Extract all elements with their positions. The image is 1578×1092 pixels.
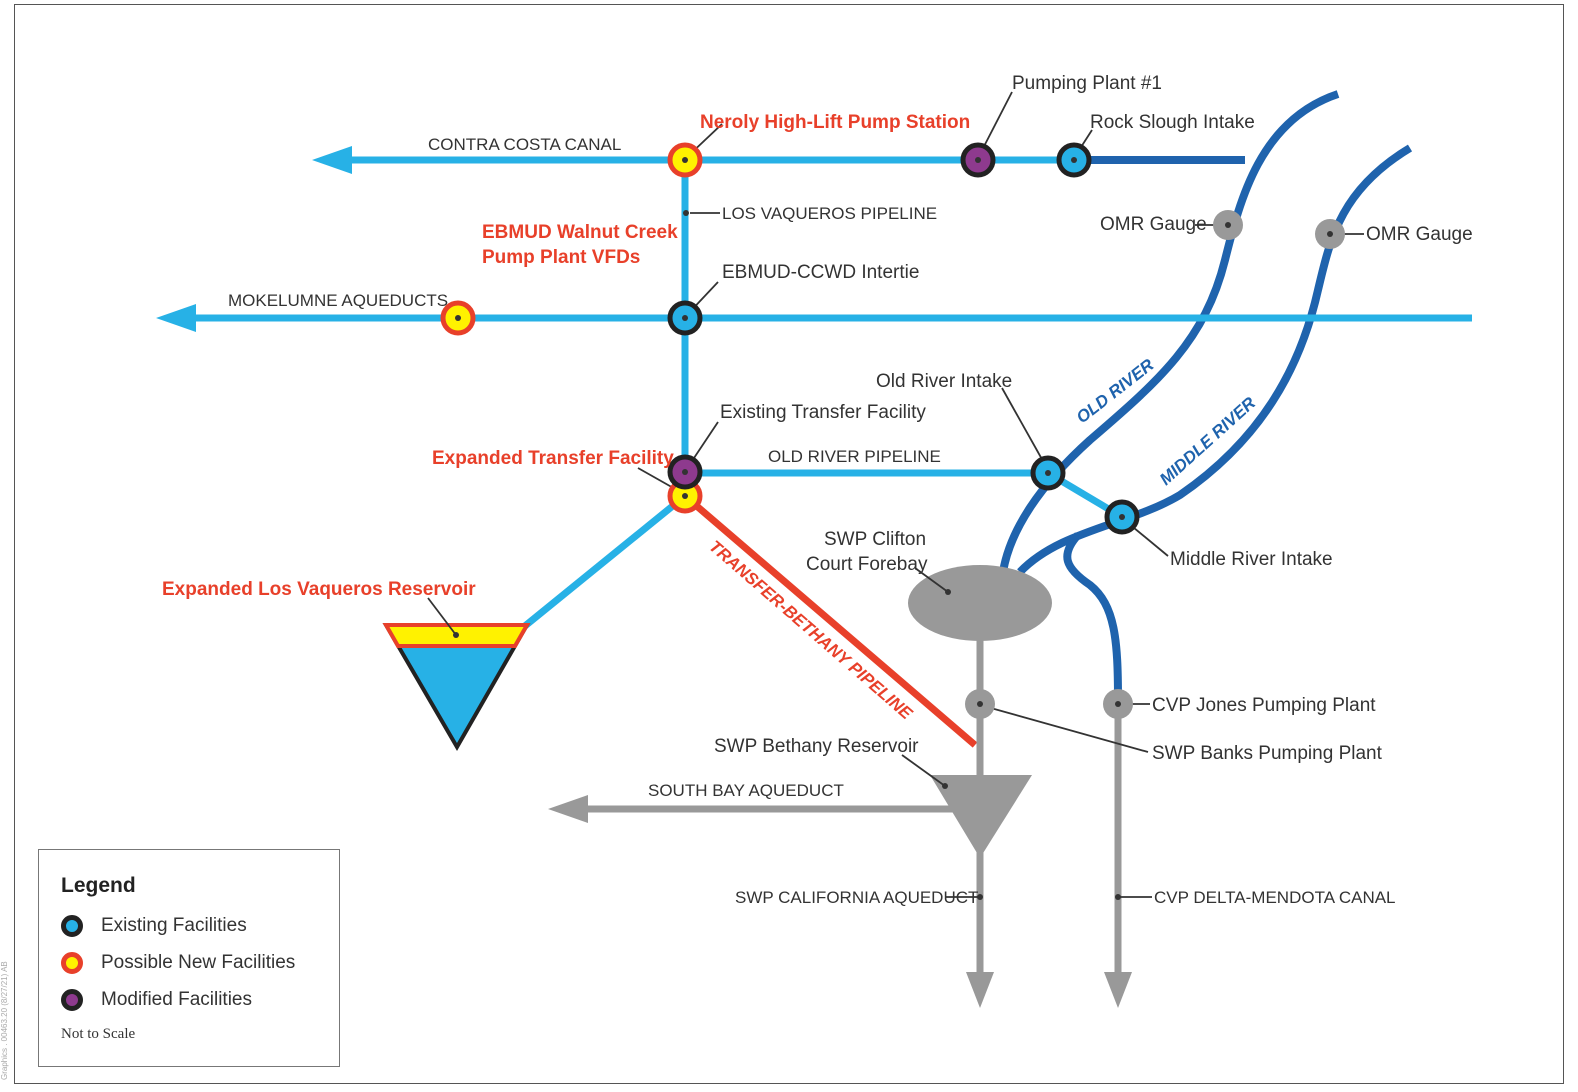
- swp-california-aqueduct-label: SWP CALIFORNIA AQUEDUCT: [735, 888, 978, 907]
- legend-item-modified: Modified Facilities: [61, 986, 252, 1014]
- bethany-reservoir-triangle: [930, 775, 1032, 858]
- cvp-jones-label: CVP Jones Pumping Plant: [1152, 695, 1376, 716]
- south-bay-aqueduct-label: SOUTH BAY AQUEDUCT: [648, 781, 844, 800]
- california-aqueduct-arrow: [966, 972, 994, 1008]
- legend-box: Legend Existing Facilities Possible New …: [38, 849, 340, 1067]
- contra-costa-canal-label: CONTRA COSTA CANAL: [428, 135, 621, 154]
- diagram-frame: [14, 4, 1564, 1084]
- cvp-delta-mendota-canal-label: CVP DELTA-MENDOTA CANAL: [1154, 888, 1396, 907]
- expanded-los-vaqueros-label: Expanded Los Vaqueros Reservoir: [162, 579, 476, 600]
- middle-river-intake-label: Middle River Intake: [1170, 549, 1333, 570]
- legend-note: Not to Scale: [61, 1026, 136, 1042]
- old-river-pipeline-label: OLD RIVER PIPELINE: [768, 447, 941, 466]
- delta-mendota-canal-arrow: [1104, 972, 1132, 1008]
- old-river-channel: [999, 90, 1340, 573]
- swp-bethany-label: SWP Bethany Reservoir: [714, 736, 919, 757]
- expanded-transfer-facility-label: Expanded Transfer Facility: [432, 448, 674, 469]
- pumping-plant-1-label: Pumping Plant #1: [1012, 73, 1162, 94]
- legend-title: Legend: [61, 874, 136, 897]
- new-facility-icon: [61, 952, 83, 974]
- neroly-label: Neroly High-Lift Pump Station: [700, 112, 970, 133]
- ebmud-walnut-creek-label-2: Pump Plant VFDs: [482, 247, 640, 268]
- existing-facility-icon: [61, 915, 83, 937]
- legend-item-new: Possible New Facilities: [61, 949, 295, 977]
- gray-nodes: [965, 210, 1345, 719]
- transfer-bethany-pipeline-line: [682, 493, 978, 748]
- legend-label-new: Possible New Facilities: [101, 952, 296, 973]
- omr-gauge-2-label: OMR Gauge: [1366, 224, 1473, 245]
- graphics-credit: Graphics . 00463.20 (8/27/21) AB: [0, 961, 9, 1080]
- node-center-dots: [453, 157, 1333, 900]
- swp-banks-label: SWP Banks Pumping Plant: [1152, 743, 1383, 764]
- los-vaqueros-pipeline-label: LOS VAQUEROS PIPELINE: [722, 204, 937, 223]
- clifton-court-forebay: [908, 565, 1052, 641]
- legend-label-modified: Modified Facilities: [101, 989, 252, 1010]
- contra-costa-canal-arrow: [312, 146, 352, 174]
- omr-gauge-1-label: OMR Gauge: [1100, 214, 1207, 235]
- reservoir-pipeline-line: [517, 493, 688, 633]
- ebmud-ccwd-intertie-label: EBMUD-CCWD Intertie: [722, 262, 919, 283]
- south-bay-aqueduct-arrow: [548, 795, 588, 823]
- old-river-intake-label: Old River Intake: [876, 371, 1012, 392]
- swp-clifton-label-2: Court Forebay: [806, 554, 928, 575]
- legend-label-existing: Existing Facilities: [101, 915, 247, 936]
- mokelumne-aqueducts-arrow: [156, 304, 196, 332]
- ebmud-walnut-creek-label-1: EBMUD Walnut Creek: [482, 222, 678, 243]
- rock-slough-intake-label: Rock Slough Intake: [1090, 112, 1255, 133]
- middle-river-channel: [1017, 144, 1413, 575]
- mokelumne-aqueducts-label: MOKELUMNE AQUEDUCTS: [228, 291, 448, 310]
- modified-facility-nodes: [667, 142, 996, 490]
- cvp-intake-channel: [1063, 532, 1122, 701]
- legend-item-existing: Existing Facilities: [61, 912, 247, 940]
- existing-transfer-facility-label: Existing Transfer Facility: [720, 402, 926, 423]
- modified-facility-icon: [61, 989, 83, 1011]
- swp-clifton-label-1: SWP Clifton: [824, 529, 926, 550]
